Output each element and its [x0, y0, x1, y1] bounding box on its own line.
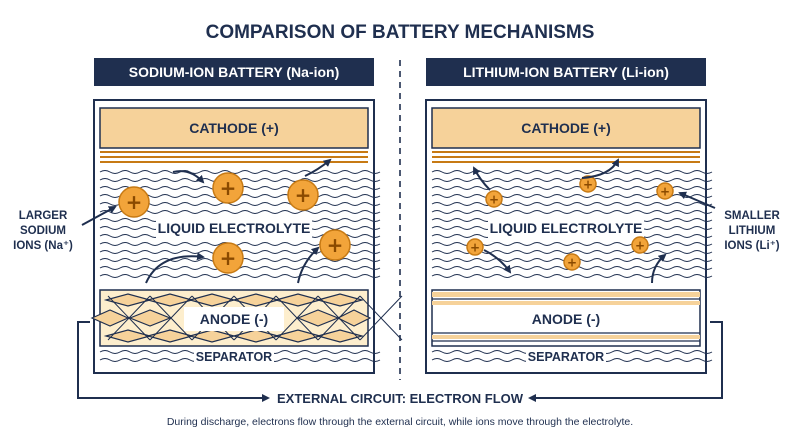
left-separator-label: SEPARATOR — [196, 350, 272, 364]
anode-carbon-flake-9 — [336, 309, 372, 327]
right-anode-label: ANODE (-) — [532, 311, 600, 327]
sodium-ion-1-symbol: + — [126, 190, 143, 214]
right-separator-label-bg — [526, 347, 606, 365]
right-arrow-3 — [483, 249, 512, 274]
left-wave-line-13 — [99, 274, 381, 278]
left-arrow-3 — [145, 252, 205, 284]
anode-lattice-line-4 — [275, 295, 319, 341]
right-cathode-stripes — [432, 151, 700, 163]
sodium-ions: + + + + + — [118, 172, 351, 274]
anode-lattice-line-0 — [107, 295, 151, 341]
anode-carbon-flake-15 — [315, 329, 365, 343]
lithium-ion-2 — [579, 175, 597, 193]
sodium-ion-4-symbol: + — [220, 246, 237, 270]
larger-sodium-ions-callout: LARGER SODIUM IONS (Na⁺) — [13, 206, 117, 252]
left-electrolyte-label: LIQUID ELECTROLYTE — [158, 220, 311, 236]
anode-lattice-line-1 — [149, 295, 193, 341]
right-ion-arrows — [473, 158, 667, 284]
anode-lattice-line-6 — [359, 295, 403, 341]
lithium-ions: + + + + + + — [466, 175, 674, 271]
right-wave-line-13 — [431, 274, 713, 278]
right-ion-label-line-3: IONS (Li⁺) — [724, 240, 779, 252]
left-anode-label: ANODE (-) — [200, 311, 268, 327]
anode-carbon-flake-7 — [128, 309, 172, 327]
left-anode-label-bg — [184, 307, 284, 331]
right-circuit-wire — [528, 321, 723, 402]
anode-carbon-flake-5 — [315, 293, 365, 307]
left-header-bar — [94, 58, 374, 86]
left-wave-line-5 — [99, 210, 381, 214]
lithium-ion-3 — [656, 182, 674, 200]
lithium-ion-panel: LITHIUM-ION BATTERY (Li-ion) CATHODE (+)… — [425, 58, 780, 374]
left-ion-arrows — [145, 158, 332, 284]
left-header-text: SODIUM-ION BATTERY (Na-ion) — [129, 64, 340, 80]
lithium-ion-2-symbol: + — [583, 177, 593, 191]
right-electrolyte-label-bg — [488, 218, 644, 238]
right-cathode-label: CATHODE (+) — [521, 120, 611, 136]
right-anode-graphite-layers — [432, 292, 700, 342]
sodium-ion-1 — [118, 186, 150, 218]
right-arrow-1 — [473, 166, 491, 191]
lithium-ion-4-symbol: + — [470, 240, 480, 254]
left-anode-hard-carbon — [90, 293, 403, 343]
right-arrow-4 — [651, 253, 667, 284]
left-ion-label-line-3: IONS (Na⁺) — [13, 240, 73, 252]
left-callout-arrow — [81, 206, 117, 226]
circuit-label: EXTERNAL CIRCUIT: ELECTRON FLOW — [277, 391, 524, 406]
right-header-text: LITHIUM-ION BATTERY (Li-ion) — [463, 64, 669, 80]
sodium-ion-2 — [212, 172, 244, 204]
sodium-ion-3 — [287, 179, 319, 211]
left-arrow-1 — [172, 170, 205, 184]
diagram-title: COMPARISON OF BATTERY MECHANISMS — [206, 22, 595, 43]
right-wave-line-4 — [431, 202, 713, 206]
smaller-lithium-ions-callout: SMALLER LITHIUM IONS (Li⁺) — [678, 191, 780, 252]
left-arrow-4 — [297, 246, 320, 284]
right-callout-arrow — [678, 191, 716, 209]
lithium-ion-6 — [631, 236, 649, 254]
lithium-ion-5 — [563, 253, 581, 271]
sodium-ion-5-symbol: + — [327, 233, 344, 257]
left-ion-label-line-1: LARGER — [19, 210, 68, 222]
sodium-ion-2-symbol: + — [220, 176, 237, 200]
lithium-ion-5-symbol: + — [567, 255, 577, 269]
left-ion-label-line-2: SODIUM — [20, 225, 66, 237]
right-ion-label-line-1: SMALLER — [724, 210, 780, 222]
left-circuit-wire — [77, 321, 270, 402]
anode-carbon-flake-6 — [90, 309, 130, 327]
lithium-ion-1-symbol: + — [489, 192, 499, 206]
anode-lattice-line-5 — [317, 295, 361, 341]
left-cathode-label: CATHODE (+) — [189, 120, 279, 136]
left-separator-label-bg — [194, 347, 274, 365]
sodium-ion-5 — [319, 229, 351, 261]
lithium-ion-3-symbol: + — [660, 184, 670, 198]
left-electrolyte-label-bg — [156, 218, 312, 238]
external-circuit: EXTERNAL CIRCUIT: ELECTRON FLOW — [77, 321, 723, 406]
right-separator-label: SEPARATOR — [528, 350, 604, 364]
lithium-ion-4 — [466, 238, 484, 256]
right-wave-line-5 — [431, 210, 713, 214]
sodium-ion-4 — [212, 242, 244, 274]
left-wave-line-0 — [99, 170, 381, 174]
left-cathode — [99, 107, 369, 149]
left-arrow-2 — [304, 158, 332, 177]
right-electrolyte-label: LIQUID ELECTROLYTE — [490, 220, 643, 236]
right-header-bar — [426, 58, 706, 86]
sodium-ion-panel: SODIUM-ION BATTERY (Na-ion) CATHODE (+) … — [13, 58, 403, 374]
right-arrow-2 — [581, 158, 619, 179]
lithium-ion-1 — [485, 190, 503, 208]
lithium-ion-6-symbol: + — [635, 238, 645, 252]
right-cathode — [431, 107, 701, 149]
right-wave-line-1 — [431, 178, 713, 182]
right-ion-label-line-2: LITHIUM — [729, 225, 776, 237]
sodium-ion-3-symbol: + — [295, 183, 312, 207]
caption: During discharge, electrons flow through… — [167, 416, 633, 428]
